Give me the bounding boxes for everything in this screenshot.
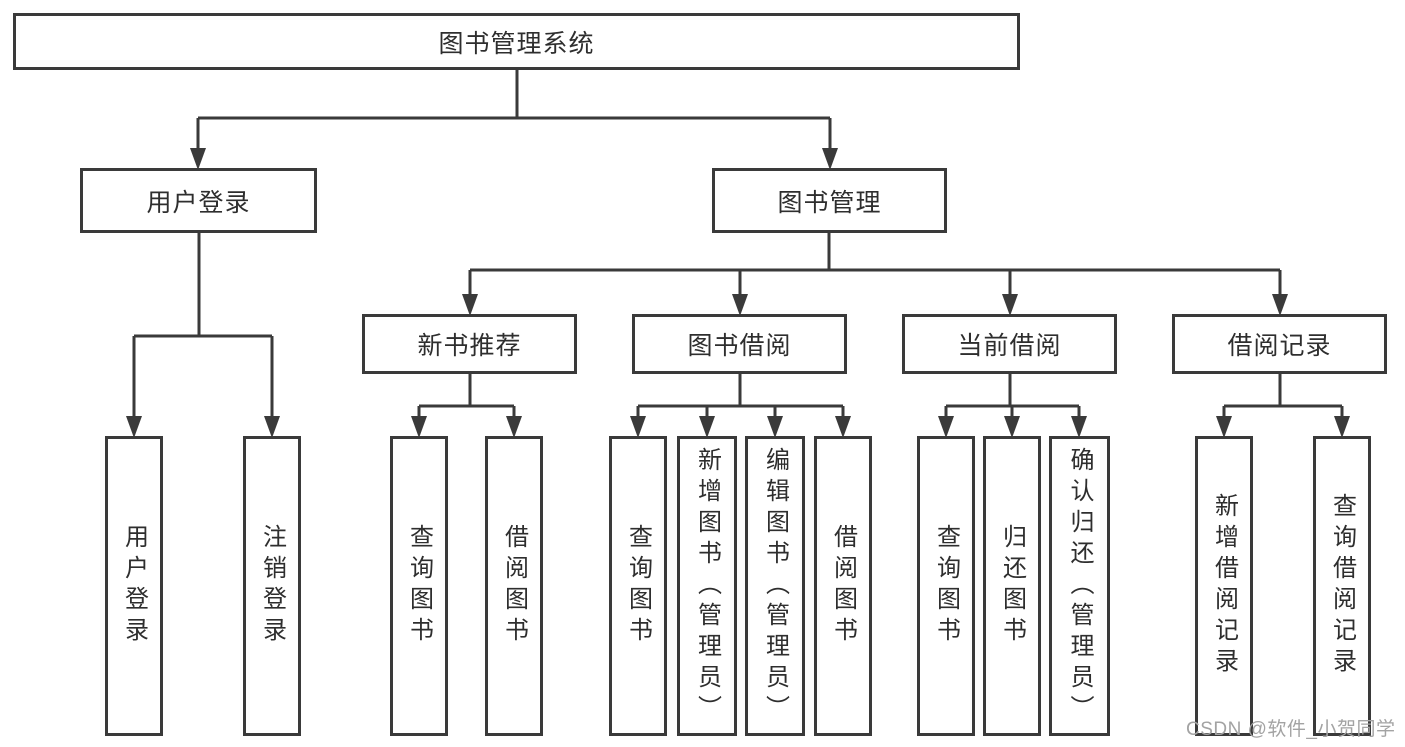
node-book-management-label: 图书管理 xyxy=(777,188,882,217)
leaf-query-borrow-record: 查询借阅记录 xyxy=(1313,436,1371,736)
connector-user-login-branch xyxy=(126,233,280,438)
leaf-borrow-books-recommend: 借阅图书 xyxy=(485,436,543,736)
leaf-edit-books-admin-label: 编辑图书（管理员） xyxy=(761,446,789,726)
node-borrow-records: 借阅记录 xyxy=(1172,314,1387,374)
leaf-query-borrow-record-label: 查询借阅记录 xyxy=(1328,493,1356,679)
connector-current-borrow-branch xyxy=(938,374,1087,438)
node-book-borrow: 图书借阅 xyxy=(632,314,847,374)
node-borrow-records-label: 借阅记录 xyxy=(1227,332,1332,360)
leaf-return-books: 归还图书 xyxy=(983,436,1041,736)
leaf-logout: 注销登录 xyxy=(243,436,301,736)
node-new-book-recommend: 新书推荐 xyxy=(362,314,577,374)
leaf-user-login-label: 用户登录 xyxy=(120,524,148,648)
leaf-confirm-return-admin-label: 确认归还（管理员） xyxy=(1066,446,1093,726)
leaf-logout-label: 注销登录 xyxy=(258,524,286,648)
leaf-add-borrow-record-label: 新增借阅记录 xyxy=(1210,493,1238,679)
leaf-query-books-borrow: 查询图书 xyxy=(609,436,667,736)
leaf-borrow-books: 借阅图书 xyxy=(814,436,872,736)
node-book-management: 图书管理 xyxy=(712,168,947,233)
leaf-query-books-recommend: 查询图书 xyxy=(390,436,448,736)
leaf-add-books-admin-label: 新增图书（管理员） xyxy=(693,446,721,726)
connector-borrow-records-branch xyxy=(1216,374,1350,438)
leaf-edit-books-admin: 编辑图书（管理员） xyxy=(745,436,805,736)
node-root: 图书管理系统 xyxy=(13,13,1020,70)
leaf-query-books-current: 查询图书 xyxy=(917,436,975,736)
leaf-confirm-return-admin: 确认归还（管理员） xyxy=(1049,436,1110,736)
leaf-user-login: 用户登录 xyxy=(105,436,163,736)
leaf-query-books-recommend-label: 查询图书 xyxy=(405,524,433,648)
connector-book-borrow-branch xyxy=(630,374,851,438)
leaf-query-books-current-label: 查询图书 xyxy=(932,524,960,648)
node-current-borrow-label: 当前借阅 xyxy=(957,332,1062,360)
node-user-login: 用户登录 xyxy=(80,168,317,233)
node-user-login-label: 用户登录 xyxy=(146,188,251,217)
leaf-query-books-borrow-label: 查询图书 xyxy=(624,524,652,648)
leaf-add-books-admin: 新增图书（管理员） xyxy=(677,436,737,736)
leaf-return-books-label: 归还图书 xyxy=(998,524,1026,648)
connector-root-branch xyxy=(190,70,838,170)
connector-book-management-branch xyxy=(462,233,1288,316)
csdn-watermark: CSDN @软件_小贺同学 xyxy=(1186,719,1396,740)
node-root-label: 图书管理系统 xyxy=(438,29,595,58)
leaf-borrow-books-label: 借阅图书 xyxy=(829,524,857,648)
node-current-borrow: 当前借阅 xyxy=(902,314,1117,374)
node-new-book-recommend-label: 新书推荐 xyxy=(417,332,522,360)
leaf-add-borrow-record: 新增借阅记录 xyxy=(1195,436,1253,736)
node-book-borrow-label: 图书借阅 xyxy=(687,332,792,360)
connector-new-book-branch xyxy=(411,374,522,438)
leaf-borrow-books-recommend-label: 借阅图书 xyxy=(500,524,528,648)
